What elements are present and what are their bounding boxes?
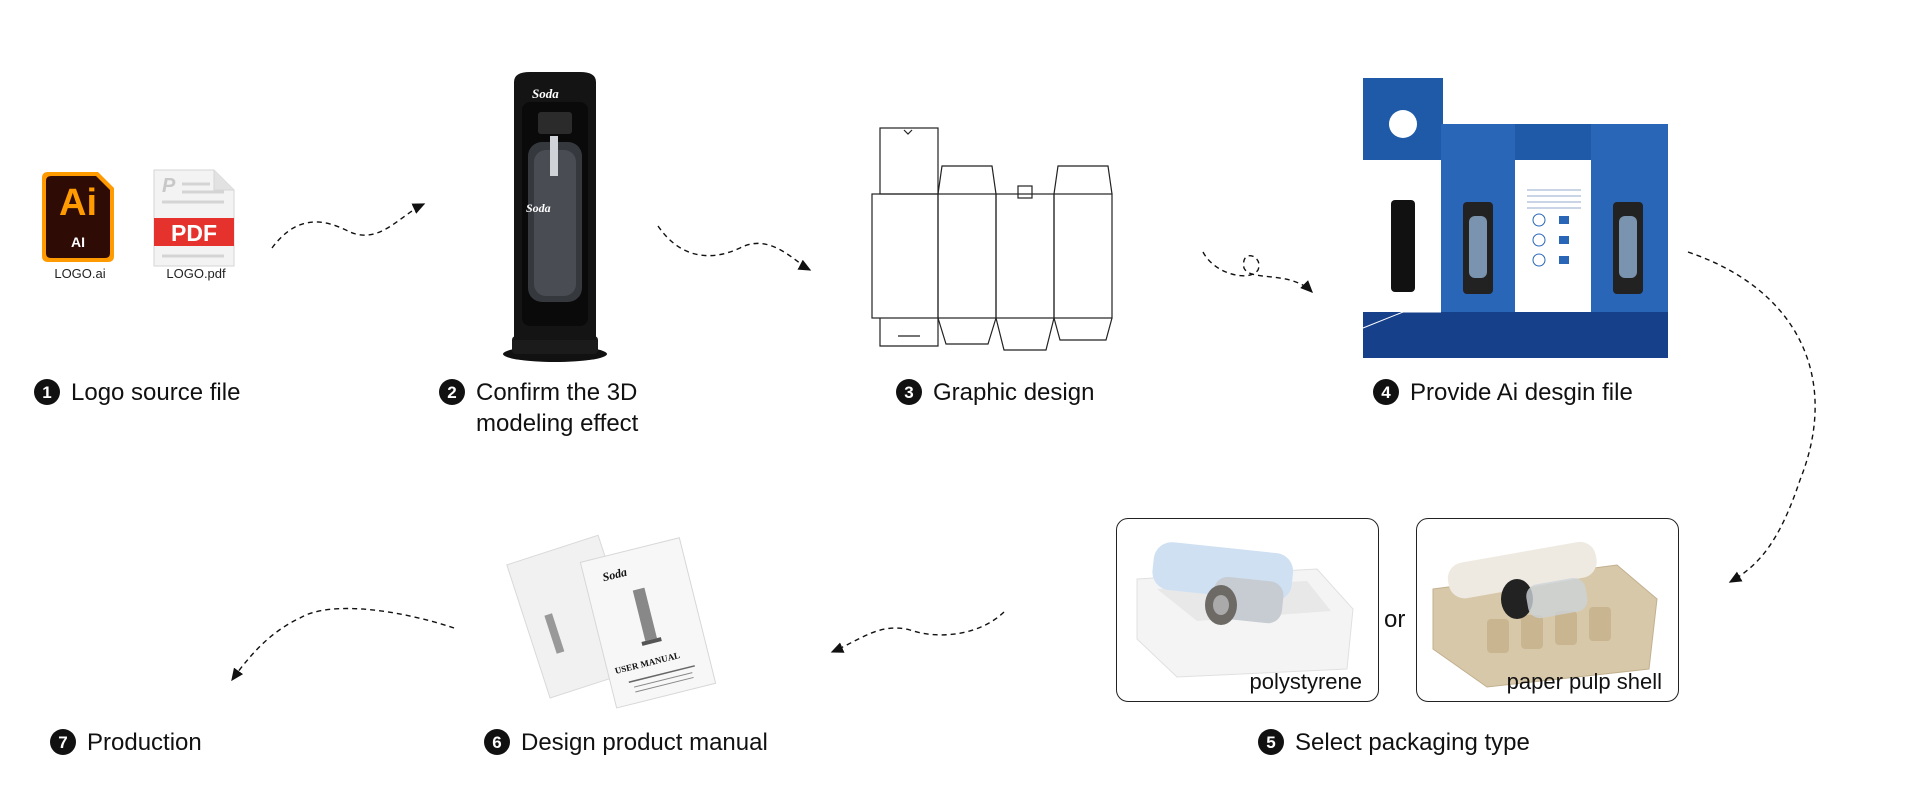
paper-pulp-tray-image: [1432, 541, 1658, 688]
box-artwork-file: [1362, 78, 1668, 358]
pdf-file-graphic: P: [153, 169, 235, 267]
step-7-number: 7: [50, 729, 76, 755]
product-manual-image: Soda USER MANUAL: [506, 526, 726, 716]
svg-text:Soda: Soda: [601, 565, 628, 585]
box-artwork-graphic: [1362, 78, 1668, 358]
ai-file-icon: Ai AI: [42, 172, 114, 262]
pdf-file-icon: P PDF: [153, 169, 235, 267]
step-6-label: 6 Design product manual: [484, 727, 768, 758]
step-7-label: 7 Production: [50, 727, 202, 758]
arrow-2-to-3: [657, 225, 812, 271]
soda-maker-image: Soda Soda: [503, 72, 607, 362]
step-1-text: Logo source file: [71, 379, 241, 406]
paper-pulp-label: paper pulp shell: [1506, 669, 1662, 694]
step-4-label: 4 Provide Ai desgin file: [1373, 377, 1633, 408]
step-2-text-line1: Confirm the 3D: [476, 379, 638, 406]
ai-icon-text: Ai: [59, 182, 97, 224]
step-3-number: 3: [896, 379, 922, 405]
polystyrene-label: polystyrene: [1249, 669, 1362, 694]
step-4-number: 4: [1373, 379, 1399, 405]
step-4-text: Provide Ai desgin file: [1410, 379, 1633, 406]
step-1-number: 1: [34, 379, 60, 405]
svg-text:Soda: Soda: [526, 201, 551, 215]
step-3-text: Graphic design: [933, 379, 1095, 406]
step-5-label: 5 Select packaging type: [1258, 727, 1530, 758]
packaging-option-paper-pulp[interactable]: paper pulp shell: [1416, 518, 1679, 702]
arrow-4-to-5: [1687, 251, 1816, 583]
step-6-number: 6: [484, 729, 510, 755]
ai-file-graphic: [42, 172, 114, 262]
arrow-3-to-4: [1202, 251, 1313, 293]
step-6-text: Design product manual: [521, 729, 768, 756]
ai-icon-subtext: AI: [71, 234, 85, 250]
step-3-label: 3 Graphic design: [896, 377, 1094, 408]
step-2-label: 2 Confirm the 3D modeling effect: [439, 377, 638, 439]
pdf-file-caption: LOGO.pdf: [166, 266, 226, 281]
pdf-icon-text: PDF: [171, 220, 217, 246]
packaging-option-polystyrene[interactable]: polystyrene: [1116, 518, 1379, 702]
arrow-1-to-2: [271, 203, 426, 249]
step-2-text-line2: modeling effect: [476, 410, 639, 437]
svg-text:P: P: [162, 175, 176, 197]
step-7-text: Production: [87, 729, 202, 756]
step-5-text: Select packaging type: [1295, 729, 1530, 756]
arrow-5-to-6: [830, 611, 1005, 653]
or-connector: or: [1384, 606, 1406, 633]
polystyrene-tray-image: [1136, 542, 1354, 678]
manual-booklets-graphic: Soda: [506, 534, 717, 709]
svg-text:Soda: Soda: [532, 86, 559, 101]
ai-file-caption: LOGO.ai: [54, 266, 106, 281]
step-5-number: 5: [1258, 729, 1284, 755]
step-2-number: 2: [439, 379, 465, 405]
step-1-label: 1 Logo source file: [34, 377, 240, 408]
box-dieline-drawing: [871, 127, 1113, 351]
arrow-6-to-7: [231, 607, 455, 682]
